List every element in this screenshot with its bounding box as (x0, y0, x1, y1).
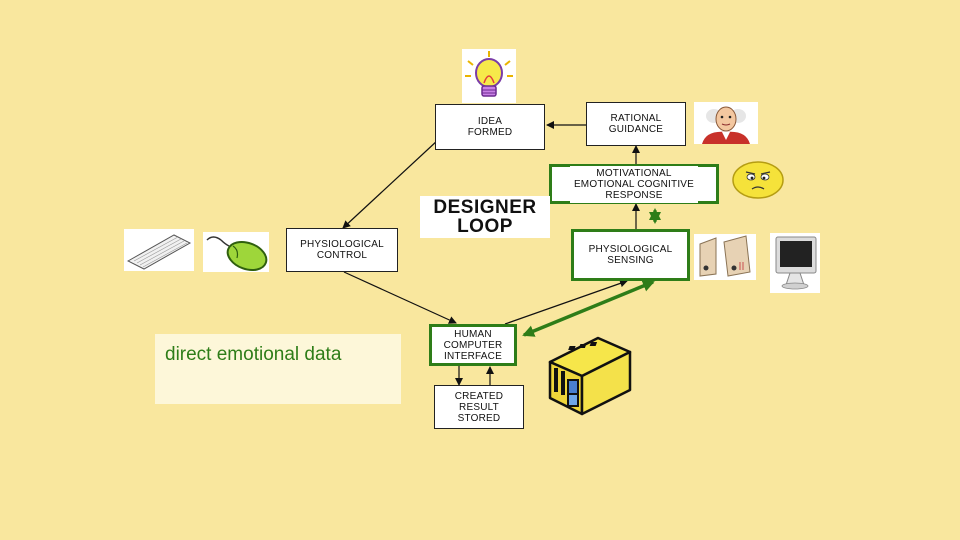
designer-loop-title: DESIGNER LOOP (420, 196, 550, 238)
node-label: SENSING (607, 255, 654, 266)
node-label: HUMAN (454, 328, 492, 340)
arrow-idea-to-control (342, 139, 439, 229)
callout-text: direct emotional data (165, 344, 342, 365)
speakers-icon (694, 234, 756, 280)
mouse-icon (203, 232, 269, 272)
node-label: CONTROL (316, 250, 368, 261)
node-label: STORED (457, 412, 501, 424)
loop-title-line: DESIGNER (433, 197, 537, 218)
monitor-icon (770, 233, 820, 293)
worried-face-icon (732, 161, 784, 199)
node-label: FORMED (467, 127, 513, 138)
node-label: RATIONAL (610, 113, 662, 124)
node-label: INTERFACE (444, 350, 502, 362)
direct-emotional-data-callout: direct emotional data (155, 334, 401, 404)
node-label: CREATED (454, 390, 504, 402)
node-label: MOTIVATIONAL (596, 167, 672, 179)
node-label: RESULT (459, 401, 499, 413)
node-label: PHYSIOLOGICAL (588, 244, 673, 255)
storage-box-icon (548, 336, 632, 416)
node-label: GUIDANCE (608, 124, 664, 135)
person-portrait-icon (694, 102, 758, 144)
arrow-control-to-hci (343, 271, 457, 324)
node-label: IDEA (477, 116, 503, 127)
node-label: PHYSIOLOGICAL (300, 239, 384, 250)
node-label: EMOTIONAL COGNITIVE (573, 178, 695, 190)
keyboard-icon (124, 229, 194, 271)
node-label: RESPONSE (605, 189, 663, 201)
green-link-hci-sensing (522, 280, 655, 337)
node-label: COMPUTER (443, 339, 503, 351)
lightbulb-icon (462, 49, 516, 103)
loop-title-line: LOOP (457, 216, 513, 237)
